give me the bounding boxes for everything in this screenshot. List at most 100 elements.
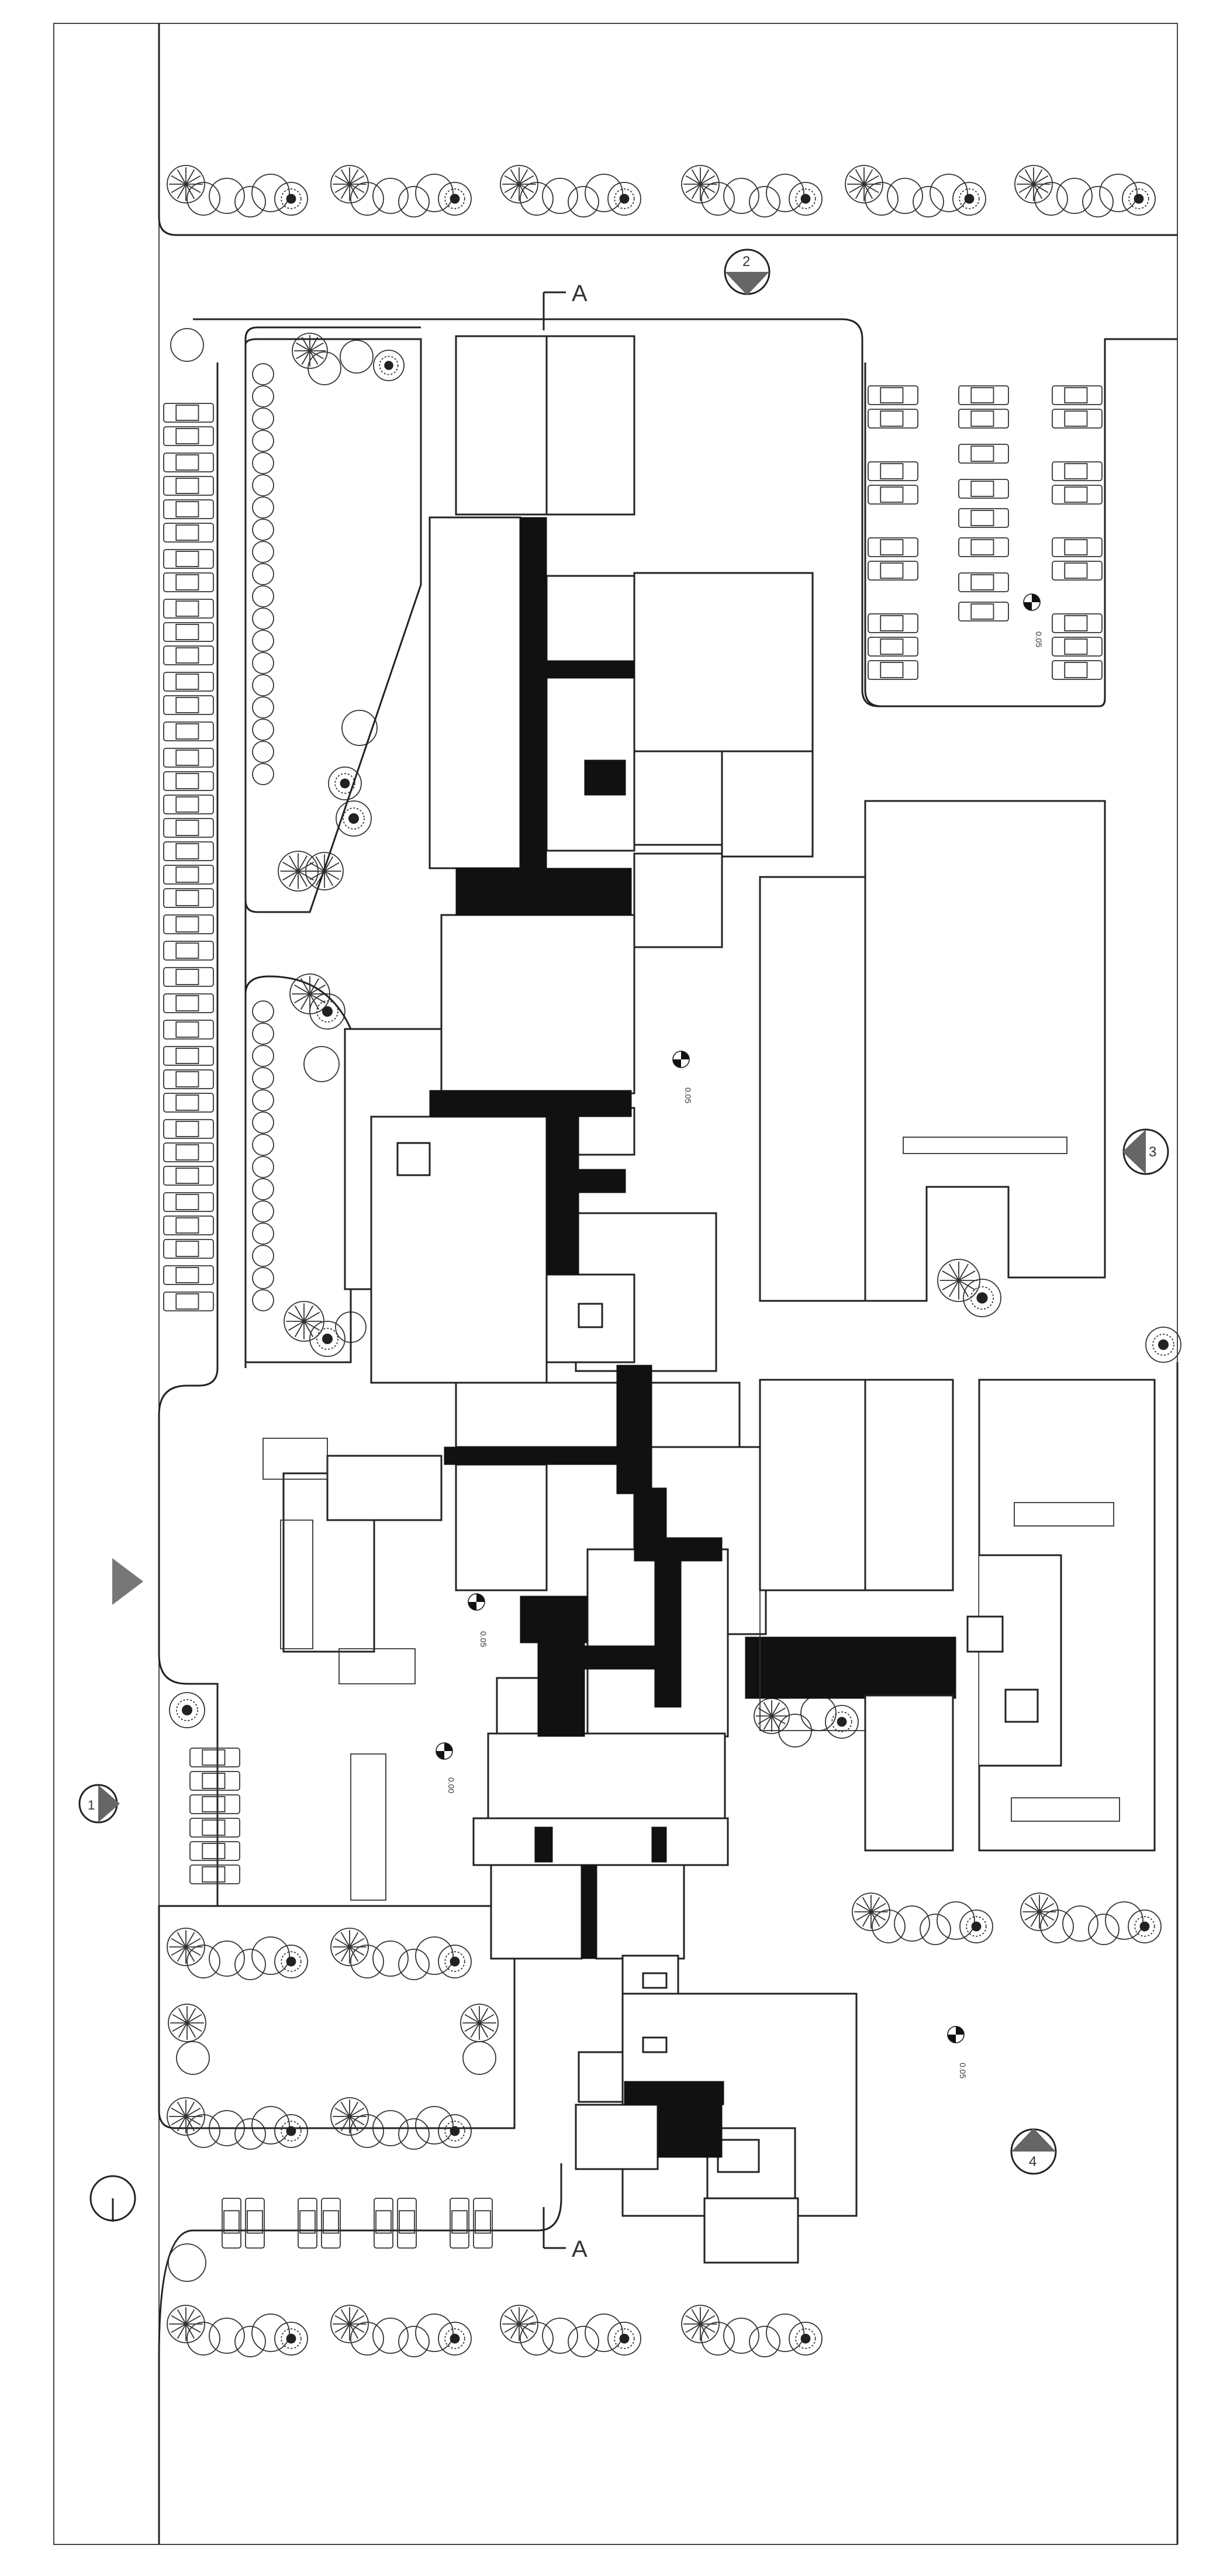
parked-car bbox=[163, 1166, 214, 1186]
parked-car bbox=[450, 2198, 469, 2249]
parked-car bbox=[1052, 461, 1103, 481]
parked-car bbox=[163, 1192, 214, 1212]
parked-car bbox=[189, 1818, 240, 1838]
parked-car bbox=[245, 2198, 265, 2249]
tree-icon bbox=[913, 186, 944, 217]
tree-icon bbox=[234, 2326, 266, 2357]
tree-icon bbox=[292, 333, 328, 369]
entrance-arrow-icon bbox=[112, 1558, 143, 1605]
parked-car bbox=[374, 2198, 393, 2249]
parked-car bbox=[163, 695, 214, 715]
tree-icon bbox=[438, 182, 472, 216]
sheet-border bbox=[53, 23, 1178, 2545]
parked-car bbox=[189, 1864, 240, 1884]
tree-icon bbox=[274, 2322, 308, 2356]
tree-icon bbox=[825, 1705, 859, 1739]
garden-bed-3 bbox=[158, 1905, 516, 2129]
tree-icon bbox=[1105, 1901, 1143, 1940]
tree-icon bbox=[209, 178, 245, 214]
garden-bed-2 bbox=[244, 975, 352, 1363]
parked-car bbox=[163, 499, 214, 519]
tree-icon bbox=[167, 165, 205, 203]
svg-text:0.05: 0.05 bbox=[1034, 631, 1044, 647]
parked-car bbox=[1052, 385, 1103, 405]
view-marker-2: 2 bbox=[724, 248, 771, 295]
parked-car bbox=[1052, 537, 1103, 557]
section-marker-top: A bbox=[543, 281, 588, 330]
svg-text:1: 1 bbox=[88, 1798, 95, 1812]
parked-car bbox=[868, 561, 918, 581]
tree-icon bbox=[252, 1089, 274, 1111]
parked-car bbox=[1052, 660, 1103, 680]
tree-icon bbox=[252, 719, 274, 741]
tree-icon bbox=[723, 178, 759, 214]
tree-icon bbox=[252, 1156, 274, 1178]
parked-car bbox=[163, 1119, 214, 1139]
parked-car bbox=[958, 508, 1009, 528]
tree-icon bbox=[1099, 174, 1138, 212]
tree-icon bbox=[309, 993, 345, 1030]
tree-icon bbox=[372, 178, 409, 214]
tree-icon bbox=[167, 2097, 205, 2136]
tree-icon bbox=[398, 186, 430, 217]
north-arrow-icon bbox=[89, 2175, 136, 2222]
parked-car bbox=[958, 537, 1009, 557]
tree-icon bbox=[303, 1046, 340, 1082]
level-marker-1: 0.05 bbox=[1023, 593, 1044, 647]
parked-car bbox=[163, 771, 214, 791]
parked-car bbox=[163, 549, 214, 569]
level-marker-4: 0.00 bbox=[436, 1742, 456, 1793]
level-marker-3: 0.05 bbox=[468, 1593, 488, 1647]
view-marker-1: 1 bbox=[78, 1784, 120, 1824]
parked-car bbox=[163, 453, 214, 472]
tree-icon bbox=[234, 1949, 266, 1980]
tree-icon bbox=[167, 2305, 205, 2343]
tree-icon bbox=[252, 408, 274, 430]
parked-car bbox=[163, 645, 214, 665]
tree-icon bbox=[274, 2114, 308, 2148]
tree-icon bbox=[252, 652, 274, 674]
tree-icon bbox=[930, 174, 968, 212]
tree-icon bbox=[252, 430, 274, 452]
tree-icon bbox=[252, 674, 274, 696]
tree-icon bbox=[398, 2118, 430, 2150]
tree-icon bbox=[168, 2243, 206, 2282]
parked-car bbox=[1052, 561, 1103, 581]
view-marker-4: 4 bbox=[1010, 2128, 1057, 2175]
parked-car bbox=[868, 613, 918, 633]
tree-icon bbox=[328, 766, 362, 800]
tree-icon bbox=[251, 1936, 290, 1975]
tree-icon bbox=[330, 1928, 369, 1966]
tree-icon bbox=[252, 763, 274, 785]
tree-icon bbox=[800, 1695, 837, 1731]
svg-text:4: 4 bbox=[1029, 2154, 1036, 2170]
tree-icon bbox=[252, 607, 274, 630]
tree-icon bbox=[168, 2004, 206, 2042]
tree-icon bbox=[766, 174, 804, 212]
tree-icon bbox=[252, 541, 274, 563]
parked-car bbox=[163, 818, 214, 838]
tree-icon bbox=[330, 165, 369, 203]
parking-right bbox=[868, 385, 1103, 680]
tree-icon bbox=[865, 182, 899, 216]
parked-car bbox=[868, 409, 918, 429]
parked-car bbox=[163, 1046, 214, 1066]
parked-car bbox=[163, 523, 214, 543]
tree-icon bbox=[500, 2305, 538, 2343]
tree-icon bbox=[372, 2318, 409, 2354]
section-marker-bottom: A bbox=[543, 2207, 588, 2262]
tree-icon bbox=[585, 2313, 623, 2352]
tree-icon bbox=[330, 2305, 369, 2343]
right-buildings bbox=[759, 800, 1156, 1852]
parked-car bbox=[397, 2198, 417, 2249]
tree-icon bbox=[937, 1259, 980, 1302]
parked-car bbox=[163, 572, 214, 592]
parked-car bbox=[868, 637, 918, 657]
tree-icon bbox=[284, 1301, 324, 1342]
tree-icon bbox=[252, 1223, 274, 1245]
tree-icon bbox=[252, 1045, 274, 1067]
tree-icon bbox=[252, 474, 274, 496]
parked-car bbox=[163, 1239, 214, 1259]
tree-icon bbox=[252, 1200, 274, 1223]
